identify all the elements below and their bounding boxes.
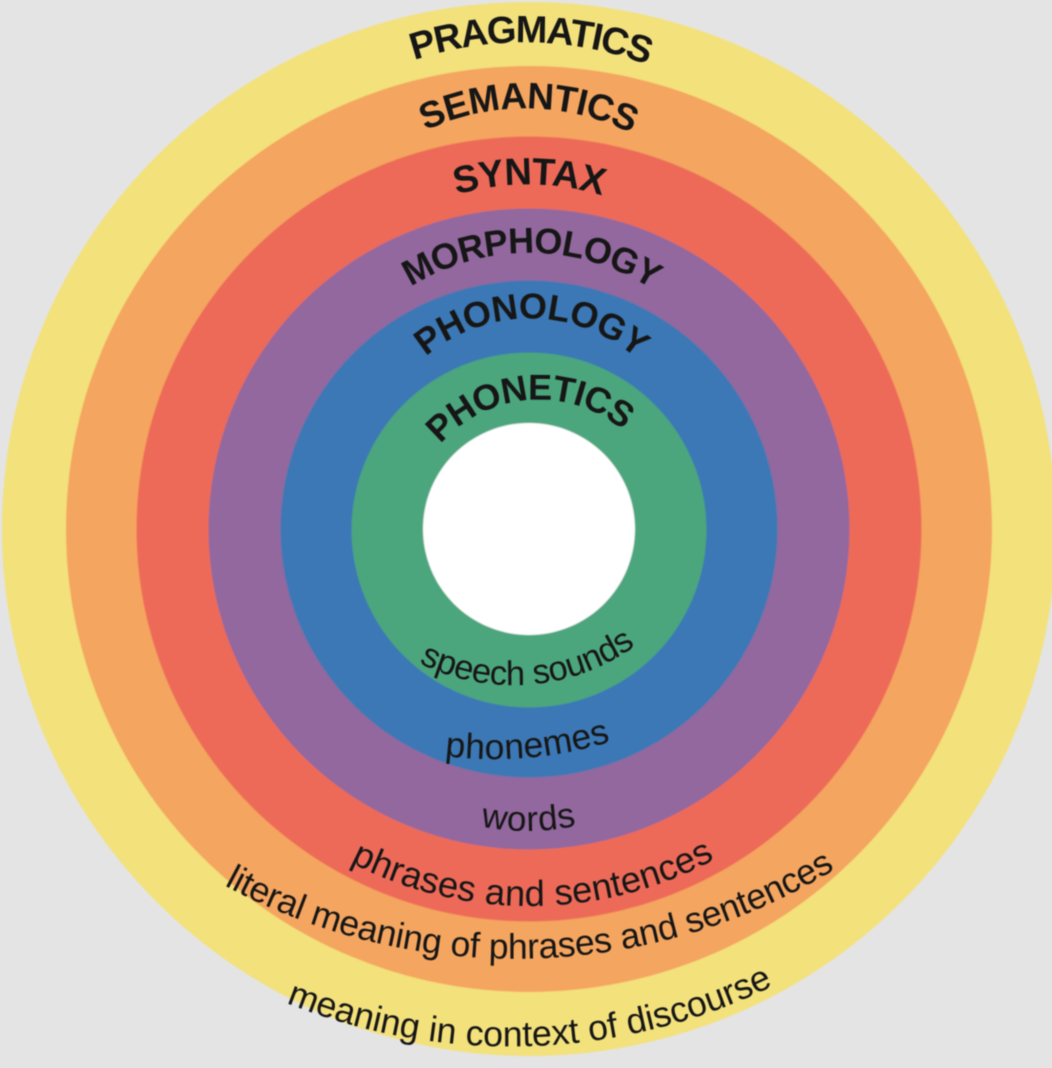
svg-text:words: words [478, 795, 578, 839]
